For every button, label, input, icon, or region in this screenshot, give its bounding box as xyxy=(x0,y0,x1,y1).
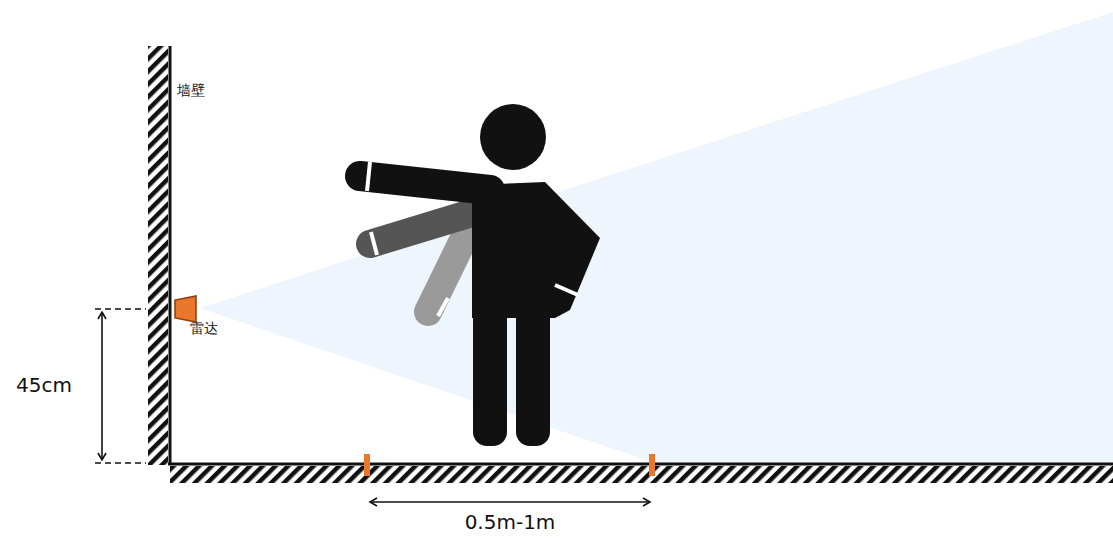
height-dimension: 45cm xyxy=(16,373,72,397)
wall-label: 墙壁 xyxy=(177,82,205,99)
dimension-arrow xyxy=(370,501,650,503)
dimension-extension xyxy=(95,308,146,310)
dimension-extension xyxy=(95,462,146,464)
person-head xyxy=(480,104,546,170)
wall-hatch xyxy=(148,46,168,465)
radar-sensor xyxy=(175,296,196,322)
floor-line xyxy=(168,463,1113,466)
sleeve-band xyxy=(555,285,578,295)
radar-beam xyxy=(200,12,1113,463)
wall-line xyxy=(169,46,172,465)
distance-dimension: 0.5m-1m xyxy=(465,510,556,534)
dimension-arrow xyxy=(101,312,103,460)
person-leg xyxy=(516,300,550,446)
arm-raised xyxy=(360,176,490,190)
sleeve-band xyxy=(367,162,370,191)
sleeve-band xyxy=(371,232,377,255)
arm-ghost xyxy=(370,212,475,244)
floor-marker xyxy=(364,454,370,476)
radar-label: 雷达 xyxy=(190,320,218,337)
person-leg xyxy=(473,300,507,446)
floor-hatch xyxy=(170,466,1113,483)
sleeve-band xyxy=(438,298,448,316)
floor-marker xyxy=(649,454,655,476)
